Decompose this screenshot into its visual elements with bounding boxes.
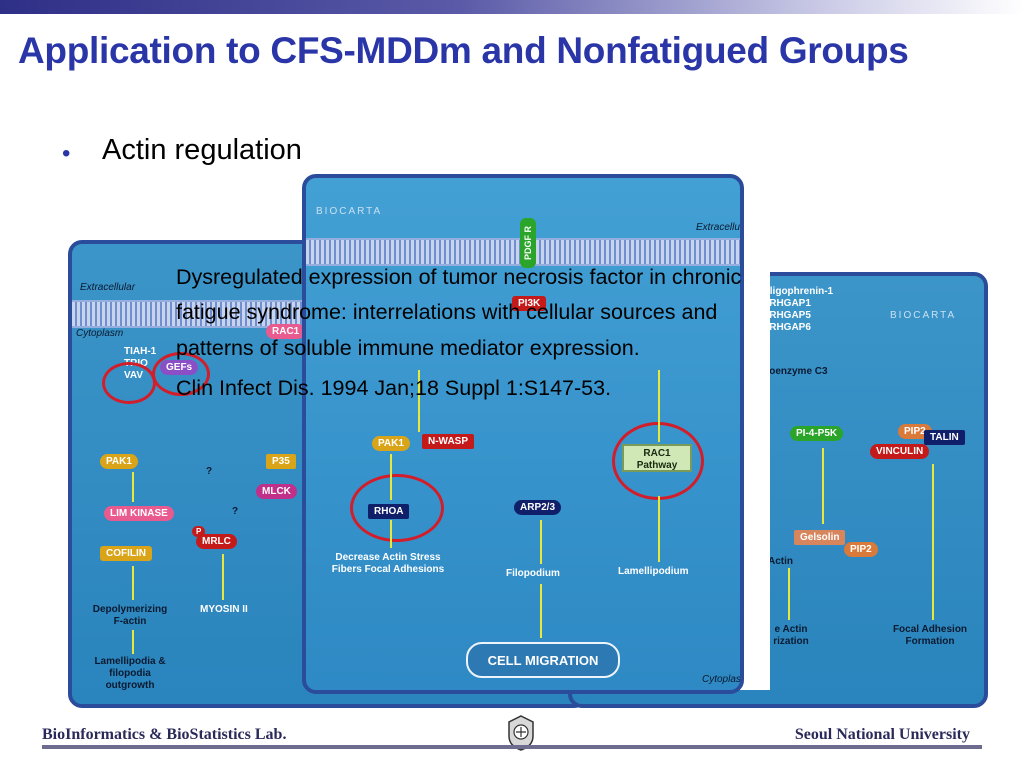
pathway-arrow	[222, 554, 224, 600]
lim-kinase-node: LIM KINASE	[104, 506, 174, 521]
highlight-circle	[102, 362, 156, 404]
depolymerizing-label: Depolymerizing F-actin	[92, 604, 168, 627]
citation-line-1: Dysregulated expression of tumor necrosi…	[176, 265, 742, 289]
mrlc-node: MRLC	[196, 534, 237, 549]
question-mark: ?	[206, 466, 213, 477]
rac1-node: RAC1	[266, 324, 306, 339]
p35-node: P35	[266, 454, 296, 469]
citation-line-4: Clin Infect Dis. 1994 Jan;18 Suppl 1:S14…	[176, 376, 612, 400]
university-emblem-icon	[508, 715, 534, 751]
pathway-arrow	[540, 520, 542, 564]
biocarta-logo: BIOCARTA	[890, 310, 957, 321]
phospho-tag: P	[192, 526, 206, 537]
footer-lab-name: BioInformatics & BioStatistics Lab.	[42, 726, 287, 743]
bullet-text: Actin regulation	[102, 134, 302, 166]
pathway-arrow	[822, 448, 824, 524]
coenzyme-label: Coenzyme C3	[762, 366, 828, 377]
cell-migration-node: CELL MIGRATION	[466, 642, 620, 678]
lamellipodia-label: Lamellipodia & filopodia outgrowth	[94, 656, 166, 691]
biocarta-logo: BIOCARTA	[316, 206, 383, 217]
footer-rule	[42, 745, 982, 749]
pathway-arrow	[658, 370, 660, 442]
front-pathway-diagram: BIOCARTA Extracellular PDGF R PI3K PAK1 …	[302, 174, 744, 694]
pathway-arrow	[132, 630, 134, 654]
pathway-arrow	[390, 454, 392, 500]
pathway-arrow	[932, 464, 934, 620]
pathway-arrow	[658, 496, 660, 562]
cofilin-node: COFILIN	[100, 546, 152, 561]
pi3k-node: PI3K	[512, 296, 547, 311]
nwasp-node: N-WASP	[422, 434, 474, 449]
actin-label: Actin	[768, 556, 793, 567]
extracellular-label: Extracellular	[696, 222, 743, 233]
vinculin-node: VINCULIN	[870, 444, 930, 459]
slide-title: Application to CFS-MDDm and Nonfatigued …	[18, 30, 909, 71]
arp23-node: ARP2/3	[514, 500, 562, 515]
mlck-node: MLCK	[256, 484, 297, 499]
pathway-arrow	[132, 566, 134, 600]
pathway-arrow	[540, 584, 542, 638]
pathway-arrow	[418, 370, 420, 432]
bullet-point: •	[62, 140, 71, 167]
myosin-label: MYOSIN II	[200, 604, 248, 615]
pathway-arrow	[390, 520, 392, 548]
highlight-circle	[350, 474, 444, 542]
top-gradient-bar	[0, 0, 1024, 14]
pdgfr-receptor: PDGF R	[520, 218, 536, 269]
footer-university-name: Seoul National University	[794, 726, 970, 743]
decrease-label: Decrease Actin Stress Fibers Focal Adhes…	[331, 552, 445, 575]
talin-node: TALIN	[924, 430, 965, 445]
extracellular-label: Extracellular	[80, 282, 136, 293]
pak1-node: PAK1	[372, 436, 410, 451]
citation-line-2: fatigue syndrome: interrelations with ce…	[176, 300, 718, 324]
focal-adhesion-label: Focal Adhesion Formation	[892, 624, 968, 647]
question-mark: ?	[232, 506, 239, 517]
filopodium-label: Filopodium	[506, 568, 560, 579]
cytoplasm-label: Cytoplasm	[76, 328, 124, 339]
lamellipodium-label: Lamellipodium	[618, 566, 689, 577]
pi4p5k-node: PI-4-P5K	[790, 426, 844, 441]
pathway-arrow	[788, 568, 790, 620]
gelsolin-node: Gelsolin	[794, 530, 846, 545]
gap-gene-list: Oligophrenin-1 ARHGAP1 ARHGAP5 ARHGAP6	[762, 286, 834, 333]
actin-polymerization-label: e Actin rization	[773, 624, 809, 647]
pathway-arrow	[132, 472, 134, 502]
citation-line-3: patterns of soluble immune mediator expr…	[176, 336, 640, 360]
pip2-node: PIP2	[898, 424, 932, 439]
pak1-node: PAK1	[100, 454, 138, 469]
pip2-node-2: PIP2	[844, 542, 878, 557]
highlight-circle	[152, 352, 210, 396]
cytoplasm-label: Cytoplasm	[702, 674, 741, 685]
